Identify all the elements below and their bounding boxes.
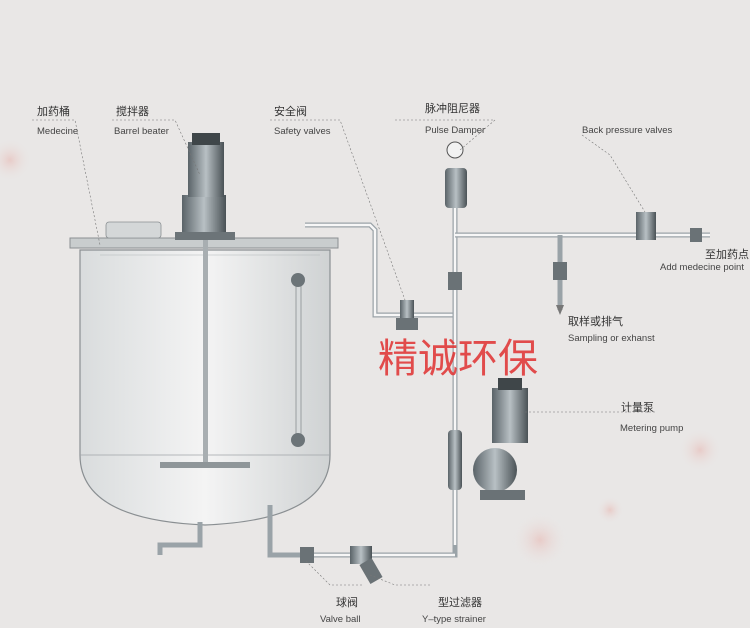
ball-valve	[300, 547, 314, 563]
metering-pump	[473, 378, 528, 500]
svg-text:脉冲阻尼器: 脉冲阻尼器	[425, 101, 480, 115]
label-pulse-damper: 脉冲阻尼器 Pulse Damper	[425, 101, 485, 136]
svg-text:计量泵: 计量泵	[621, 401, 654, 414]
watermark: 精诚环保	[378, 336, 538, 382]
label-valve-ball: 球阀 Valve ball	[320, 595, 361, 625]
label-metering-pump: 计量泵 Metering pump	[620, 401, 683, 434]
svg-text:Metering pump: Metering pump	[620, 423, 683, 434]
svg-text:Add medecine point: Add medecine point	[660, 262, 744, 273]
label-back-pressure: Back pressure valves	[582, 125, 673, 136]
svg-text:加药桶: 加药桶	[37, 104, 70, 118]
label-strainer: 型过滤器 Y–type strainer	[422, 595, 486, 625]
svg-text:Barrel beater: Barrel beater	[114, 126, 169, 137]
svg-text:至加药点: 至加药点	[705, 248, 749, 261]
pulse-damper	[445, 142, 467, 208]
svg-text:Medecine: Medecine	[37, 126, 78, 137]
svg-text:Back pressure valves: Back pressure valves	[582, 125, 673, 136]
svg-text:搅拌器: 搅拌器	[116, 104, 149, 118]
svg-text:Sampling or exhanst: Sampling or exhanst	[568, 333, 655, 344]
svg-text:安全阀: 安全阀	[274, 104, 307, 118]
label-safety-valve: 安全阀 Safety valves	[274, 104, 331, 137]
label-beater: 搅拌器 Barrel beater	[114, 104, 169, 137]
svg-text:球阀: 球阀	[336, 595, 358, 609]
svg-text:Pulse Damper: Pulse Damper	[425, 125, 485, 136]
svg-text:取样或排气: 取样或排气	[568, 314, 623, 328]
label-sampling: 取样或排气 Sampling or exhanst	[568, 314, 655, 344]
svg-text:Y–type strainer: Y–type strainer	[422, 614, 486, 625]
label-add-point: 至加药点 Add medecine point	[660, 248, 749, 273]
svg-text:Safety valves: Safety valves	[274, 126, 331, 137]
svg-text:Valve ball: Valve ball	[320, 614, 361, 625]
svg-text:型过滤器: 型过滤器	[438, 595, 482, 609]
label-medicine: 加药桶 Medecine	[37, 104, 78, 137]
